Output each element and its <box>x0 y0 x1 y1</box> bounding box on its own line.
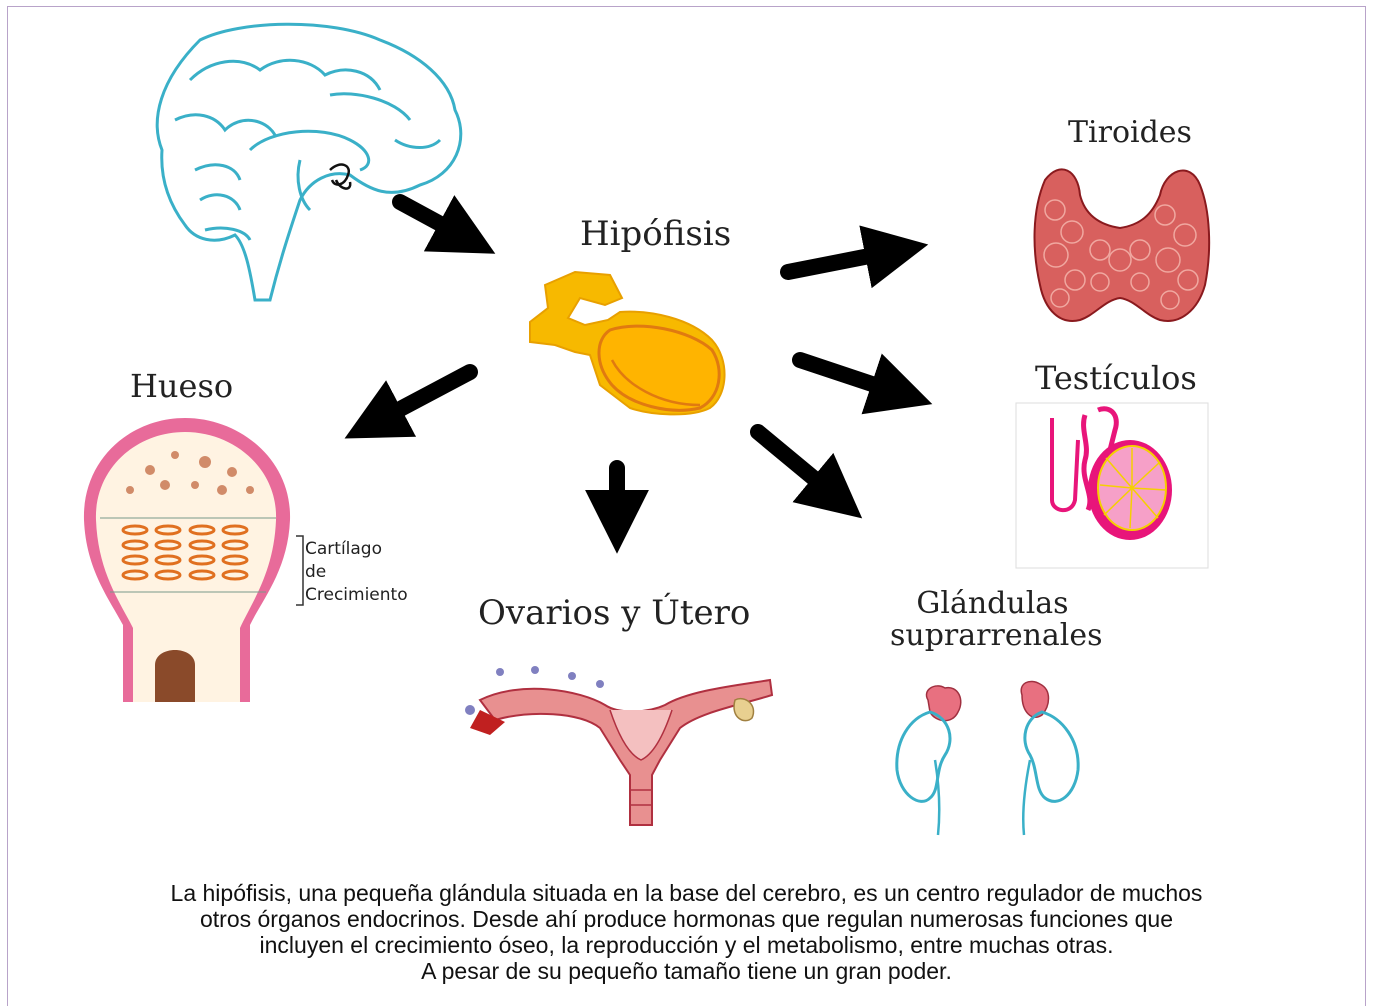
label-glandulas-line1: Glándulas <box>890 588 1095 620</box>
brain-pituitary-marker <box>330 165 350 189</box>
caption-line3: incluyen el crecimiento óseo, la reprodu… <box>100 932 1273 958</box>
bone-icon <box>84 418 303 702</box>
uterus-icon <box>465 666 772 825</box>
label-ovarios-utero: Ovarios y Útero <box>478 596 750 630</box>
cartilago-line2: de <box>305 561 408 584</box>
arrow-to-glandulas <box>758 432 840 500</box>
label-tiroides: Tiroides <box>1068 118 1192 148</box>
thyroid-icon <box>1035 169 1210 321</box>
label-cartilago-crecimiento: Cartílago de Crecimiento <box>305 538 408 607</box>
arrow-to-testiculos <box>800 360 905 395</box>
arrow-brain-to-pituitary <box>400 202 470 240</box>
brain-icon <box>157 24 461 300</box>
label-testiculos: Testículos <box>1035 362 1197 394</box>
arrow-to-tiroides <box>788 250 900 272</box>
arrow-to-hueso <box>370 372 470 425</box>
caption-text: La hipófisis, una pequeña glándula situa… <box>100 880 1273 984</box>
cartilago-line3: Crecimiento <box>305 584 408 607</box>
pituitary-icon <box>530 272 725 414</box>
adrenal-kidney-icon <box>897 681 1078 835</box>
label-glandulas-suprarrenales: Glándulas suprarrenales <box>890 588 1095 652</box>
caption-line1: La hipófisis, una pequeña glándula situa… <box>100 880 1273 906</box>
cartilago-line1: Cartílago <box>305 538 408 561</box>
label-hipofisis: Hipófisis <box>580 217 731 251</box>
label-hueso: Hueso <box>130 370 233 402</box>
caption-line4: A pesar de su pequeño tamaño tiene un gr… <box>100 958 1273 984</box>
testis-icon <box>1016 403 1208 568</box>
caption-line2: otros órganos endocrinos. Desde ahí prod… <box>100 906 1273 932</box>
label-glandulas-line2: suprarrenales <box>890 620 1095 652</box>
